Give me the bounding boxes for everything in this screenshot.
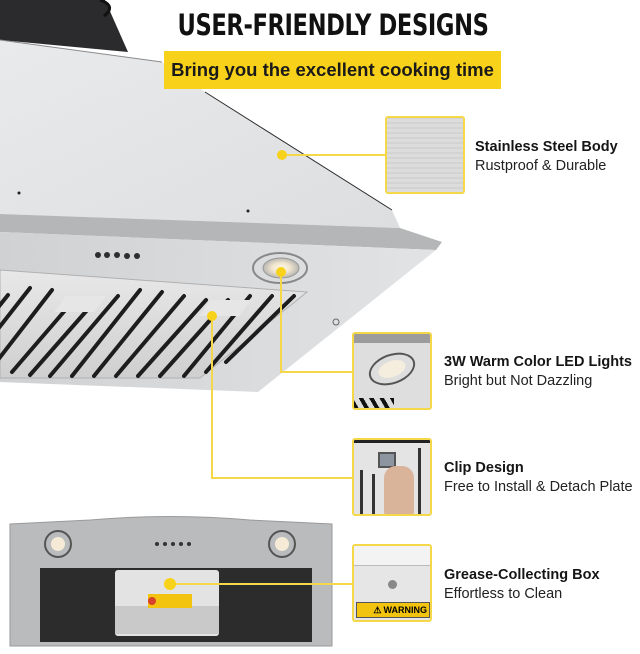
- hood-front-view: [9, 516, 333, 647]
- chimney: [0, 0, 128, 52]
- feature-title: Clip Design: [444, 460, 524, 476]
- clip-thumbnail: [352, 438, 432, 516]
- warning-icon: ⚠: [373, 604, 382, 615]
- feature-subtitle: Free to Install & Detach Plate: [444, 479, 633, 495]
- feature-title: Stainless Steel Body: [475, 139, 618, 155]
- feature-title: Grease-Collecting Box: [444, 567, 600, 583]
- callout-dots: [164, 150, 287, 590]
- steel-panel-thumbnail: [385, 116, 465, 194]
- callout-lines: [170, 154, 385, 585]
- subtitle-banner: Bring you the excellent cooking time: [164, 51, 501, 89]
- feature-subtitle: Rustproof & Durable: [475, 158, 607, 174]
- warning-label: ⚠ WARNING: [356, 602, 430, 618]
- feature-title: 3W Warm Color LED Lights: [444, 354, 632, 370]
- grease-box-thumbnail: ⚠ WARNING: [352, 544, 432, 622]
- feature-subtitle: Effortless to Clean: [444, 586, 563, 602]
- led-light-thumbnail: [352, 332, 432, 410]
- feature-subtitle: Bright but Not Dazzling: [444, 373, 593, 389]
- page-title: USER-FRIENDLY DESIGNS: [177, 8, 489, 42]
